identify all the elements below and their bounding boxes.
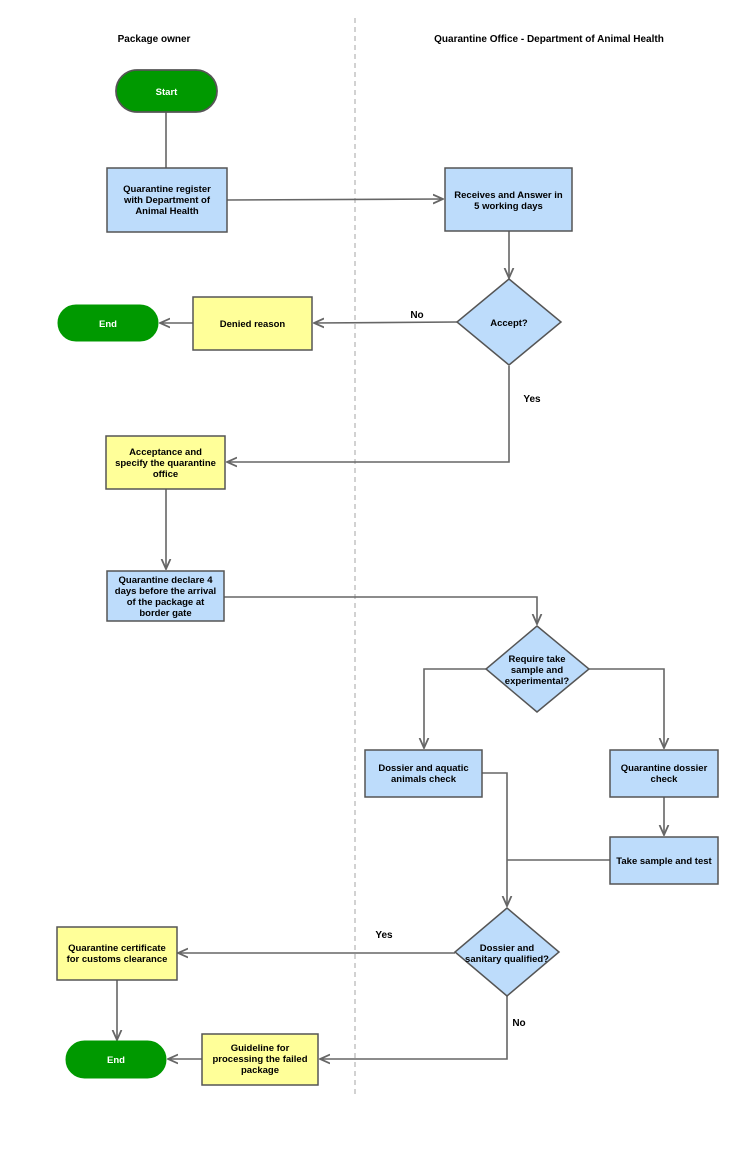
require-decision: Require take sample and experimental? bbox=[484, 625, 591, 713]
require-label-line1: Require take bbox=[508, 654, 565, 665]
register-label-line3: Animal Health bbox=[135, 206, 199, 217]
edge-label-yes-accept: Yes bbox=[523, 394, 541, 405]
guideline-label-line1: Guideline for bbox=[231, 1043, 290, 1054]
edge-accept-denied bbox=[314, 322, 458, 323]
quarantine-dossier-label-line2: check bbox=[651, 774, 679, 785]
receives-label-line1: Receives and Answer in bbox=[454, 190, 563, 201]
dossier-aquatic-label-line1: Dossier and aquatic bbox=[378, 763, 468, 774]
lane-header-quarantine-office: Quarantine Office - Department of Animal… bbox=[434, 34, 664, 45]
start-label: Start bbox=[156, 87, 178, 98]
accept-decision: Accept? bbox=[455, 278, 563, 366]
guideline-label-line3: package bbox=[241, 1065, 279, 1076]
denied-label: Denied reason bbox=[220, 319, 286, 330]
accept-label: Accept? bbox=[490, 318, 528, 329]
take-sample-label: Take sample and test bbox=[616, 856, 712, 867]
certificate-label-line1: Quarantine certificate bbox=[68, 943, 166, 954]
acceptance-label-line3: office bbox=[153, 469, 178, 480]
edge-label-no-accept: No bbox=[410, 310, 423, 321]
declare-label-line3: of the package at bbox=[127, 597, 205, 608]
edge-require-dossier-aquatic bbox=[424, 668, 486, 748]
edge-register-receives bbox=[226, 199, 443, 200]
require-label-line3: experimental? bbox=[505, 676, 570, 687]
register-process: Quarantine register with Department of A… bbox=[106, 167, 228, 233]
register-label-line2: with Department of bbox=[123, 195, 211, 206]
dossier-aquatic-label-line2: animals check bbox=[391, 774, 457, 785]
certificate-process: Quarantine certificate for customs clear… bbox=[56, 926, 178, 981]
edge-aquatic-qualified bbox=[482, 772, 507, 906]
qualified-decision: Dossier and sanitary qualified? bbox=[453, 907, 561, 997]
declare-process: Quarantine declare 4 days before the arr… bbox=[106, 570, 225, 622]
start-terminal: Start bbox=[115, 69, 218, 113]
certificate-label-line2: for customs clearance bbox=[67, 954, 168, 965]
denied-process: Denied reason bbox=[192, 296, 313, 351]
lane-header-package-owner: Package owner bbox=[118, 34, 191, 45]
edge-require-quarantine-dossier bbox=[589, 668, 664, 748]
receives-label-line2: 5 working days bbox=[474, 201, 543, 212]
take-sample-process: Take sample and test bbox=[609, 836, 719, 885]
edge-label-yes-qualified: Yes bbox=[375, 930, 393, 941]
acceptance-label-line2: specify the quarantine bbox=[115, 458, 216, 469]
acceptance-process: Acceptance and specify the quarantine of… bbox=[105, 435, 226, 490]
end-terminal-1: End bbox=[57, 304, 159, 342]
end-label-1: End bbox=[99, 319, 117, 330]
declare-label-line2: days before the arrival bbox=[115, 586, 216, 597]
acceptance-label-line1: Acceptance and bbox=[129, 447, 202, 458]
qualified-label-line1: Dossier and bbox=[480, 943, 535, 954]
require-label-line2: sample and bbox=[511, 665, 563, 676]
end-terminal-2: End bbox=[65, 1040, 167, 1079]
qualified-label-line2: sanitary qualified? bbox=[465, 954, 549, 965]
quarantine-dossier-label-line1: Quarantine dossier bbox=[621, 763, 708, 774]
receives-process: Receives and Answer in 5 working days bbox=[444, 167, 573, 232]
end-label-2: End bbox=[107, 1055, 125, 1066]
guideline-process: Guideline for processing the failed pack… bbox=[201, 1033, 319, 1086]
declare-label-line1: Quarantine declare 4 bbox=[119, 575, 214, 586]
dossier-aquatic-process: Dossier and aquatic animals check bbox=[364, 749, 483, 798]
register-label-line1: Quarantine register bbox=[123, 184, 211, 195]
guideline-label-line2: processing the failed bbox=[212, 1054, 307, 1065]
quarantine-dossier-process: Quarantine dossier check bbox=[609, 749, 719, 798]
edge-label-no-qualified: No bbox=[512, 1018, 525, 1029]
edge-qualified-guideline bbox=[320, 996, 508, 1059]
declare-label-line4: border gate bbox=[139, 608, 191, 619]
edge-accept-acceptance bbox=[227, 366, 510, 462]
edge-declare-require bbox=[224, 596, 537, 624]
